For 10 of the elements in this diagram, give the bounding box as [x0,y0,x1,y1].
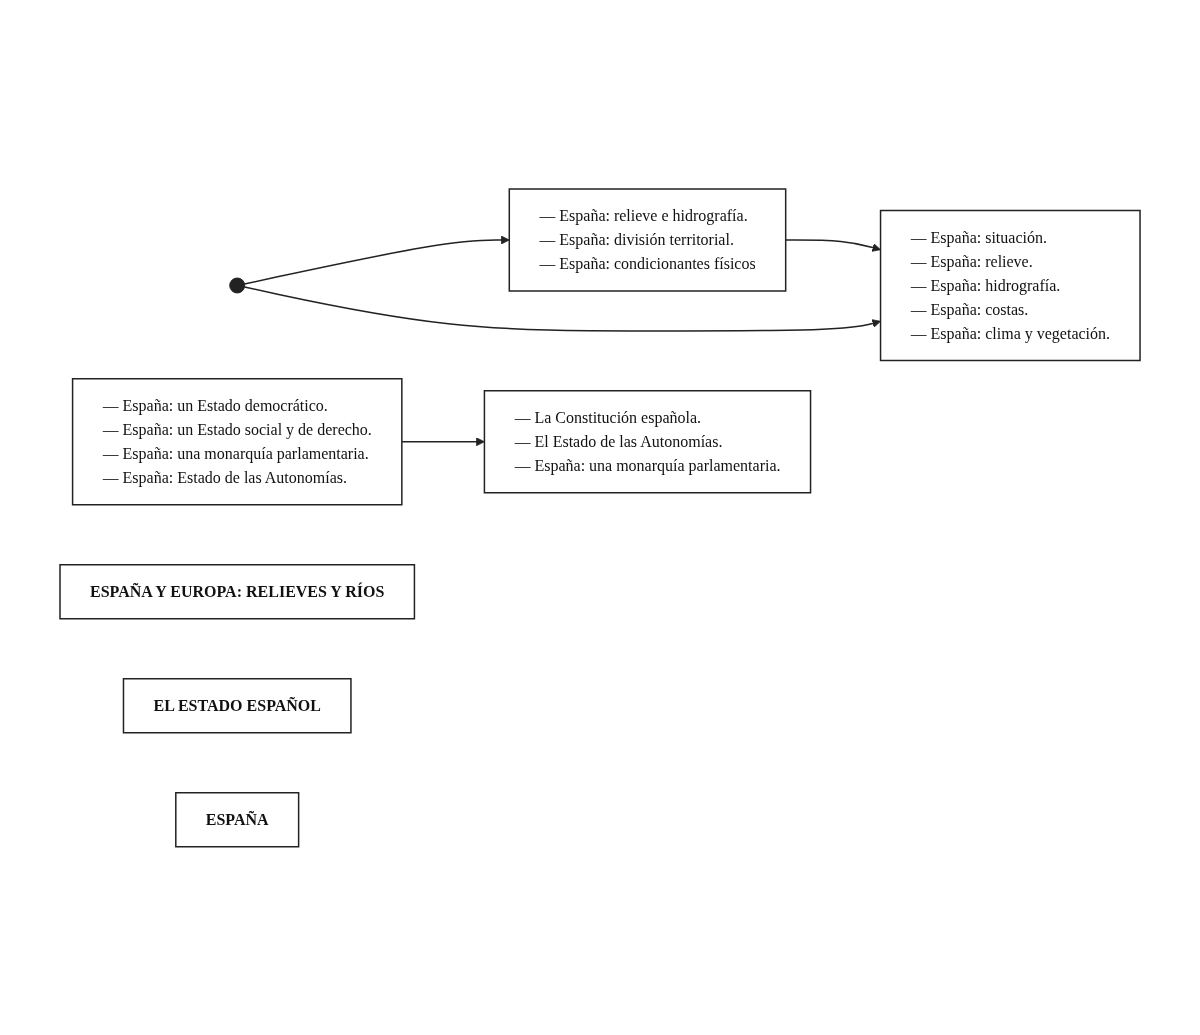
node-box: ESPAÑA [175,791,300,848]
node-box: — España: relieve e hidrografía. — España: división territorial. — España: condicionantes físicos [508,187,787,292]
node-box: — España: un Estado democrático. — España: un Estado social y de derecho. — España: una monarquía parlamentaria. — España: Estado de las Autonomías. [71,377,403,506]
arrow [401,437,485,446]
node-box: — La Constitución española. — El Estado de las Autonomías. — España: una monarquía parlamentaria. [483,389,812,494]
arrow [243,285,881,332]
arrow [243,235,510,285]
node-box: — España: situación. — España: relieve. — España: hidrografía. — España: costas. — España: clima y vegetación. [879,209,1141,361]
node-box: ESPAÑA Y EUROPA: RELIEVES Y RÍOS [59,563,416,620]
node-box: EL ESTADO ESPAÑOL [122,677,352,734]
